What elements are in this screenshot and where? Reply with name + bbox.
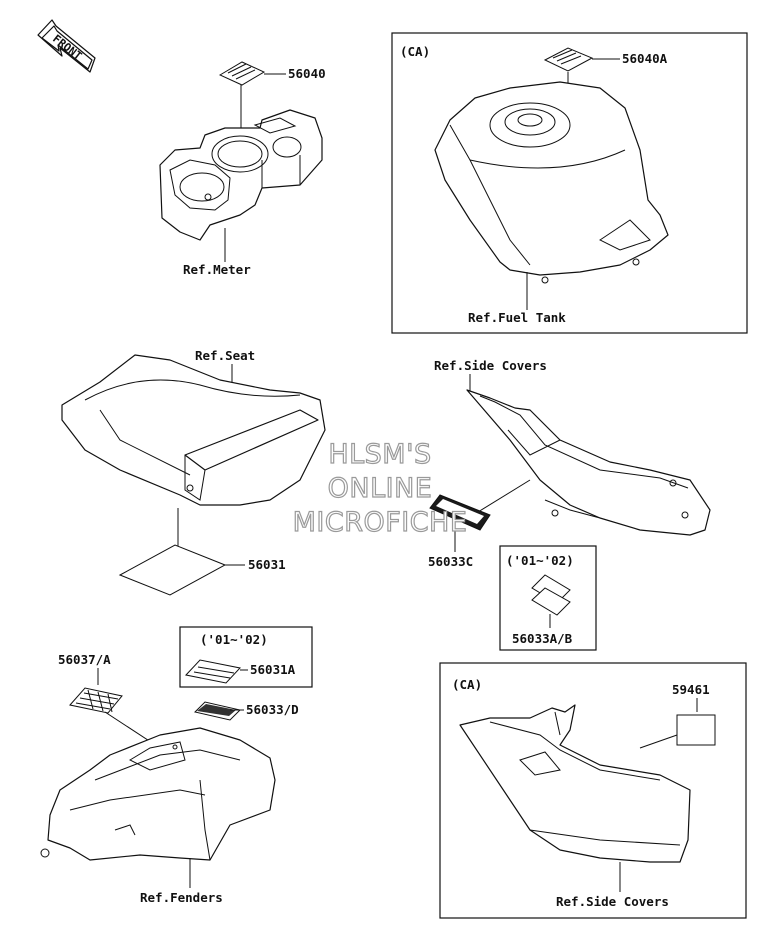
seat-group: Ref.Seat 56031 bbox=[61, 348, 326, 596]
part-number-56037a: 56037/A bbox=[58, 652, 111, 667]
fenders-group: ('01~'02) 56031A 56037/A 56033/D bbox=[40, 626, 313, 905]
decal-59461 bbox=[676, 714, 716, 746]
seat-shape bbox=[61, 354, 326, 506]
years-label-fenders: ('01~'02) bbox=[200, 632, 268, 647]
part-number-56033d: 56033/D bbox=[246, 702, 299, 717]
fuel-tank-shape bbox=[434, 81, 669, 284]
ref-side-covers-label: Ref.Side Covers bbox=[434, 358, 547, 373]
ref-seat-label: Ref.Seat bbox=[195, 348, 255, 363]
side-covers-group: Ref.Side Covers 56033C ('01~'02) 56033A/… bbox=[428, 358, 711, 651]
ref-fenders-label: Ref.Fenders bbox=[140, 890, 223, 905]
decal-56037a bbox=[69, 687, 123, 714]
decal-56040a bbox=[543, 47, 594, 72]
ref-meter-label: Ref.Meter bbox=[183, 262, 251, 277]
side-covers-0102-box bbox=[499, 545, 597, 651]
watermark: HLSM'S ONLINE MICROFICHE bbox=[292, 438, 468, 538]
decal-56033c bbox=[429, 494, 491, 531]
part-number-56031a: 56031A bbox=[250, 662, 296, 677]
ref-fuel-tank-label: Ref.Fuel Tank bbox=[468, 310, 566, 325]
part-number-56031: 56031 bbox=[248, 557, 286, 572]
watermark-line-3: MICROFICHE bbox=[293, 507, 468, 538]
region-ca-label-2: (CA) bbox=[452, 677, 482, 692]
watermark-line-2: ONLINE bbox=[328, 473, 433, 504]
meter-group: 56040 Ref.Meter bbox=[159, 61, 326, 277]
decal-56040 bbox=[218, 61, 266, 86]
fuel-tank-ca-box bbox=[391, 32, 748, 334]
region-ca-label: (CA) bbox=[400, 44, 430, 59]
part-number-59461: 59461 bbox=[672, 682, 710, 697]
decal-56033ab bbox=[531, 574, 571, 616]
fender-shape bbox=[40, 727, 276, 861]
part-number-56033ab: 56033A/B bbox=[512, 631, 573, 646]
side-covers-ca-box bbox=[439, 662, 747, 919]
ref-side-covers-ca-label: Ref.Side Covers bbox=[556, 894, 669, 909]
meter-housing bbox=[159, 109, 323, 241]
decal-56031 bbox=[118, 544, 227, 596]
part-number-56033c: 56033C bbox=[428, 554, 473, 569]
side-cover-ca-shape bbox=[459, 704, 691, 863]
side-covers-ca-group: (CA) 59461 Ref.Side Covers bbox=[439, 662, 747, 919]
decal-56031a bbox=[185, 659, 241, 684]
fenders-0102-box bbox=[179, 626, 313, 688]
part-number-56040: 56040 bbox=[288, 66, 326, 81]
part-number-56040a: 56040A bbox=[622, 51, 668, 66]
fuel-tank-ca-group: (CA) 56040A Ref.Fuel Tank bbox=[391, 32, 748, 334]
watermark-line-1: HLSM'S bbox=[328, 439, 431, 470]
side-cover-shape bbox=[466, 389, 711, 536]
years-label-side-covers: ('01~'02) bbox=[506, 553, 574, 568]
front-arrow-icon: FRONT bbox=[37, 19, 96, 73]
